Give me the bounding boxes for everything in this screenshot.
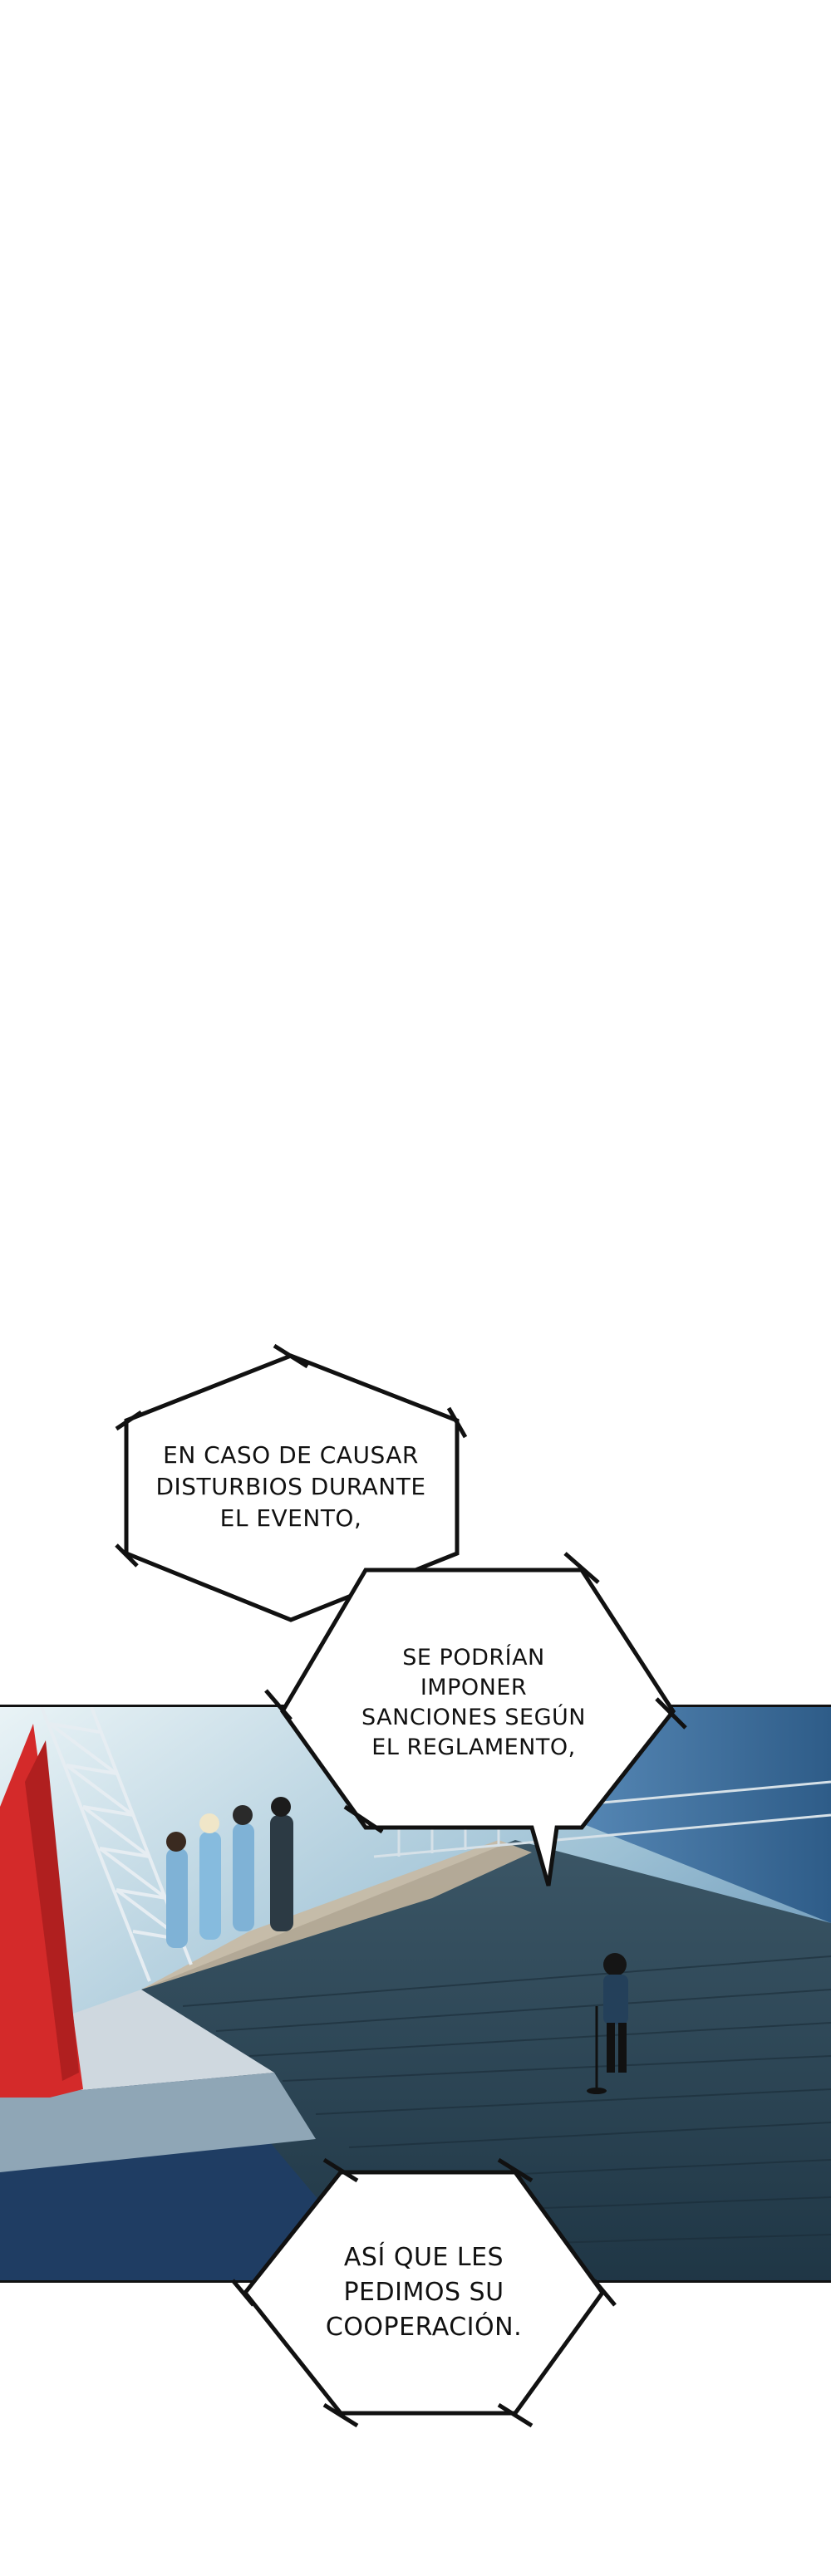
bubble-3-line-1: ASÍ QUE LES [343, 2243, 504, 2272]
bubble-3-text: ASÍ QUE LES PEDIMOS SU COOPERACIÓN. [291, 2210, 557, 2376]
bubble-3-outline [231, 2157, 617, 2428]
bubble-2-line-2: IMPONER [420, 1675, 528, 1700]
bubble-2-line-1: SE PODRÍAN [402, 1645, 545, 1671]
bubble-3-line-3: COOPERACIÓN. [325, 2313, 523, 2342]
bubble-1-line-3: EL EVENTO, [219, 1504, 362, 1532]
group-of-figures [166, 1797, 293, 1948]
light-patch [141, 1840, 532, 1990]
speaker-figure [587, 1953, 628, 2094]
bubble-2-text: SE PODRÍAN IMPONER SANCIONES SEGÚN EL RE… [332, 1603, 615, 1803]
floor-planks [182, 1955, 831, 2248]
bubble-2-line-4: EL REGLAMENTO, [371, 1735, 576, 1760]
speech-bubble-3: ASÍ QUE LES PEDIMOS SU COOPERACIÓN. [231, 2157, 617, 2428]
speech-bubble-2: SE PODRÍAN IMPONER SANCIONES SEGÚN EL RE… [264, 1545, 690, 1887]
bubble-2-line-3: SANCIONES SEGÚN [361, 1705, 586, 1730]
bubble-1-line-1: EN CASO DE CAUSAR [163, 1441, 419, 1469]
bubble-1-outline [115, 1343, 468, 1622]
bubble-3-line-2: PEDIMOS SU [343, 2278, 504, 2307]
bubble-1-text: EN CASO DE CAUSAR DISTURBIOS DURANTE EL … [141, 1420, 440, 1553]
speech-bubble-1: EN CASO DE CAUSAR DISTURBIOS DURANTE EL … [115, 1343, 468, 1645]
bubble-1-line-2: DISTURBIOS DURANTE [155, 1473, 426, 1500]
bubble-2-outline [264, 1552, 687, 1887]
